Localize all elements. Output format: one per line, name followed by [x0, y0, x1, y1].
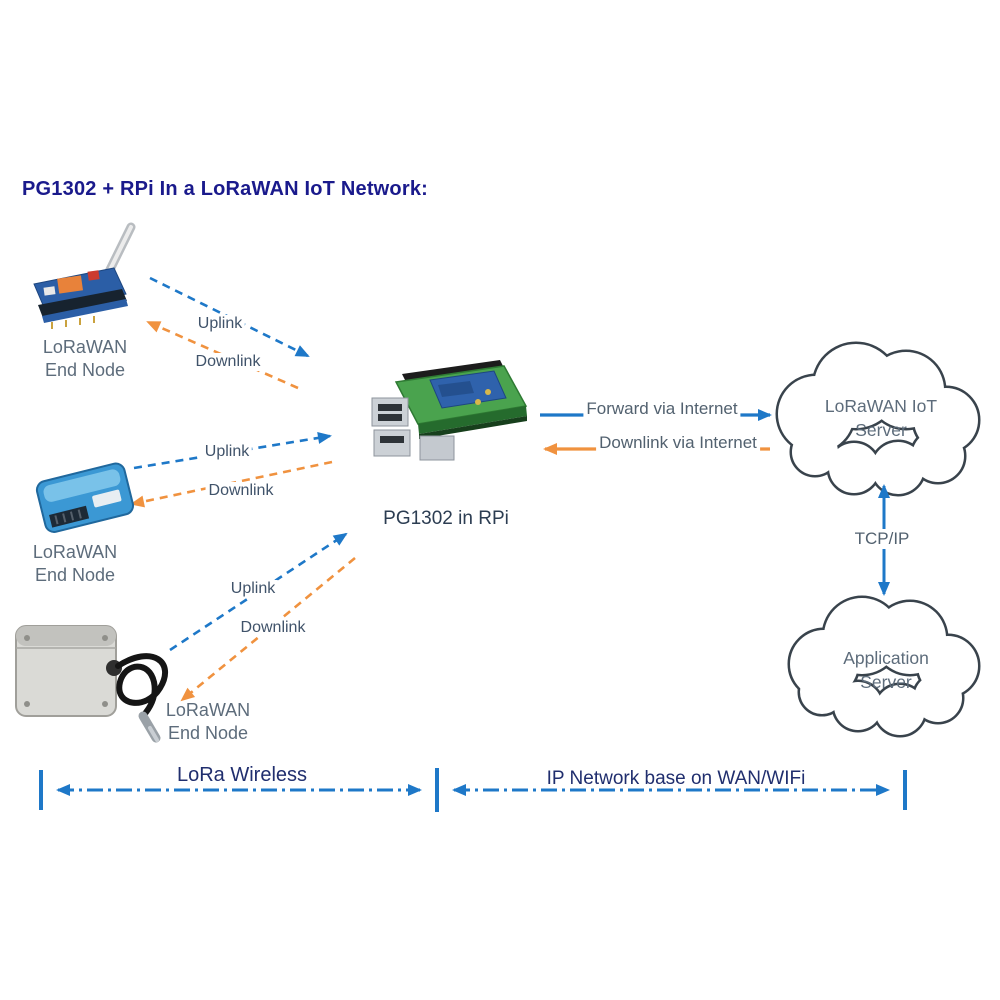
ip-network-span-label: IP Network base on WAN/WIFi [546, 768, 806, 789]
end-node-1-label-line1: LoRaWAN [42, 337, 128, 357]
iot-server-cloud-label-line2: Server [855, 420, 907, 440]
end-node-1-label-line2: End Node [44, 360, 126, 380]
downlink-3-label: Downlink [237, 619, 309, 637]
downlink-internet-label: Downlink via Internet [596, 433, 760, 453]
diagram-title: PG1302 + RPi In a LoRaWAN IoT Network: [22, 178, 429, 200]
iot-server-cloud-label-line1: LoRaWAN IoT [824, 396, 938, 416]
end-node-3-label-line2: End Node [167, 723, 249, 743]
gateway-label: PG1302 in RPi [383, 508, 509, 529]
end-node-2-label-line1: LoRaWAN [32, 542, 118, 562]
downlink-3-arrow [180, 556, 356, 702]
end-node-3-illustration [15, 625, 168, 743]
application-server-cloud-label: Application Server [843, 646, 929, 694]
end-node-1-label: LoRaWAN End Node [43, 336, 127, 382]
end-node-2-label-line2: End Node [34, 565, 116, 585]
end-node-2-label: LoRaWAN End Node [33, 541, 117, 587]
iot-server-cloud-label: LoRaWAN IoT Server [825, 394, 937, 442]
downlink-2-label: Downlink [205, 482, 277, 500]
application-server-cloud-label-line2: Server [860, 672, 912, 692]
end-node-3-label-line1: LoRaWAN [165, 700, 251, 720]
lora-wireless-span-label: LoRa Wireless [176, 764, 308, 786]
uplink-2-label: Uplink [201, 443, 253, 461]
uplink-3-label: Uplink [227, 580, 279, 598]
uplink-1-label: Uplink [194, 315, 246, 333]
gateway-illustration [371, 360, 528, 461]
end-node-1-illustration [33, 222, 136, 329]
tcp-ip-label: TCP/IP [851, 529, 913, 549]
end-node-3-label: LoRaWAN End Node [166, 699, 250, 745]
downlink-1-label: Downlink [192, 353, 264, 371]
application-server-cloud-label-line1: Application [843, 648, 929, 668]
forward-internet-label: Forward via Internet [583, 399, 741, 419]
end-node-2-illustration [35, 462, 135, 533]
